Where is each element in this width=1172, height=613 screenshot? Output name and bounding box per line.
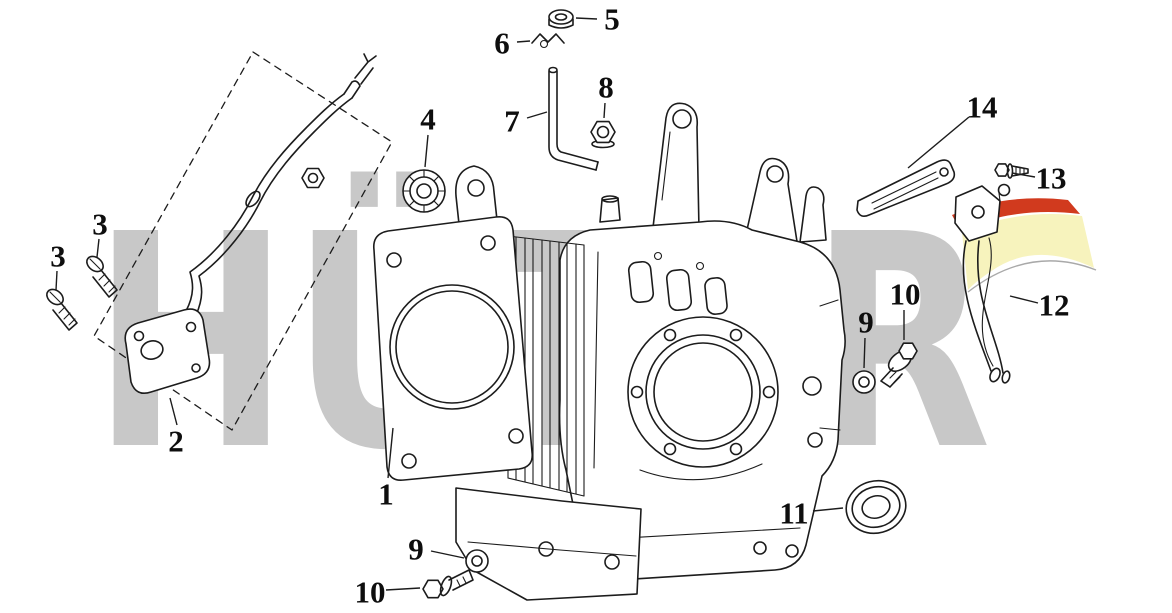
part-1-crankcase-cylinder-block: [372, 102, 846, 601]
part-9-washer-bottom: [465, 549, 489, 573]
part-10-bolt-bottom: [422, 569, 474, 599]
leader-line-12: [1009, 295, 1039, 304]
part-11-oil-seal: [845, 479, 907, 535]
leader-line-9: [430, 550, 465, 559]
leader-line-10: [385, 587, 421, 591]
leader-line-11: [812, 507, 844, 512]
part-4-bearing: [402, 169, 446, 213]
part-13-bolt: [994, 163, 1029, 179]
leader-line-14: [907, 116, 970, 169]
leader-line-5: [575, 17, 598, 20]
part-7-breather-pipe: [548, 66, 599, 171]
part-8-nut: [590, 120, 616, 149]
leader-line-2: [169, 397, 178, 426]
part-6-clip: [531, 33, 565, 49]
leader-line-3: [96, 238, 100, 258]
part-10-bolt-right: [880, 342, 918, 388]
leader-line-9: [863, 337, 866, 369]
leader-line-3: [55, 270, 58, 291]
part-5-nut: [548, 9, 574, 29]
leader-line-4: [424, 134, 429, 168]
part-9-washer-right: [852, 370, 876, 394]
leader-line-1: [387, 427, 394, 479]
leader-line-13: [1011, 172, 1036, 178]
leader-line-7: [526, 111, 548, 119]
leader-line-8: [603, 102, 606, 119]
part-12-oil-sensor: [954, 183, 1011, 384]
part-2-breather-assembly: [93, 51, 393, 431]
part-14-bracket: [856, 159, 956, 217]
part-3-bolts: [46, 255, 118, 331]
leader-line-6: [516, 40, 531, 43]
